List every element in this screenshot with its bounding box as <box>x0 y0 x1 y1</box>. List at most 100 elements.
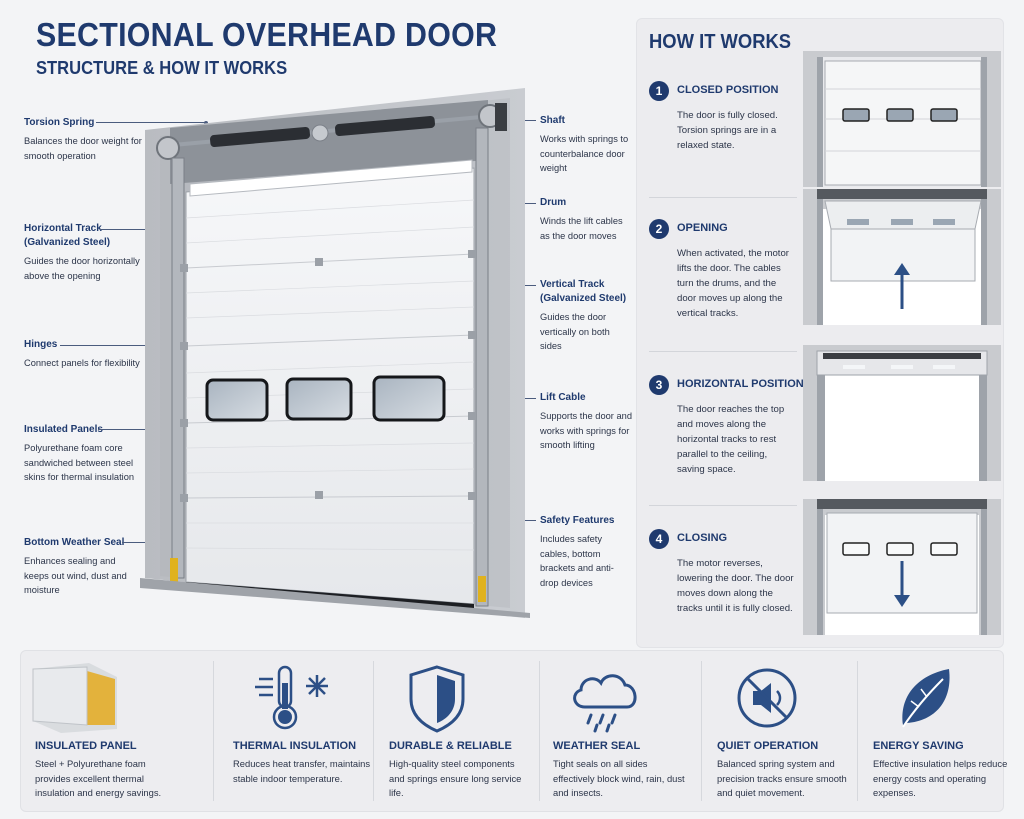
vertical-track-left <box>171 157 185 579</box>
callout-title: Vertical Track (Galvanized Steel) <box>540 279 627 304</box>
callout-safety-features: Safety Features Includes safety cables, … <box>540 514 632 590</box>
callout-hinges: Hinges Connect panels for flexibility <box>24 338 142 371</box>
feature-title: DURABLE & RELIABLE <box>389 740 512 752</box>
divider <box>701 661 702 801</box>
feature-desc: High-quality steel components and spring… <box>389 758 522 798</box>
feature-title: WEATHER SEAL <box>553 740 641 752</box>
step-2-thumbnail <box>803 189 1001 325</box>
shield-icon <box>409 665 465 733</box>
insulated-panel-icon <box>32 663 117 733</box>
step-number: 3 <box>649 375 669 395</box>
cloud-rain-icon <box>573 674 637 733</box>
step-title: OPENING <box>677 222 728 234</box>
feature-desc: Tight seals on all sides effectively blo… <box>553 758 685 798</box>
callout-torsion-spring: Torsion Spring Balances the door weight … <box>24 116 142 163</box>
divider <box>857 661 858 801</box>
hinges <box>180 250 476 502</box>
safety-bracket-right <box>478 576 486 602</box>
feature-title: THERMAL INSULATION <box>233 740 357 752</box>
floor-line <box>140 578 530 618</box>
feature-energy-saving: ENERGY SAVING Effective insulation helps… <box>859 651 1007 813</box>
step-closed-position: 1 CLOSED POSITION The door is fully clos… <box>637 51 1005 231</box>
callout-title: Hinges <box>24 339 58 350</box>
step-closing: 4 CLOSING The motor reverses, lowering t… <box>637 499 1005 679</box>
feature-insulated-panel: INSULATED PANEL Steel + Polyurethane foa… <box>21 651 211 813</box>
feature-desc: Reduces heat transfer, maintains stable … <box>233 758 371 784</box>
page-title: SECTIONAL OVERHEAD DOOR <box>36 16 498 53</box>
callout-title: Safety Features <box>540 515 615 526</box>
step-desc: When activated, the motor lifts the door… <box>677 248 789 319</box>
callout-desc: Guides the door horizontally above the o… <box>24 256 140 281</box>
divider <box>213 661 214 801</box>
callout-title: Bottom Weather Seal <box>24 537 125 548</box>
how-it-works-panel: HOW IT WORKS 1 CLOSED POSITION The door … <box>636 18 1004 648</box>
page-subtitle: STRUCTURE & HOW IT WORKS <box>36 58 288 78</box>
callout-title: Horizontal Track (Galvanized Steel) <box>24 223 111 248</box>
divider <box>539 661 540 801</box>
step-desc: The door is fully closed. Torsion spring… <box>677 110 778 151</box>
callout-title: Lift Cable <box>540 392 586 403</box>
divider <box>649 505 797 506</box>
step-4-thumbnail <box>803 499 1001 635</box>
window-left <box>205 378 269 422</box>
top-seal <box>189 159 473 197</box>
callout-desc: Winds the lift cables as the door moves <box>540 216 623 241</box>
step-title: CLOSING <box>677 532 728 544</box>
feature-weather-seal: WEATHER SEAL Tight seals on all sides ef… <box>539 651 699 813</box>
window-center <box>285 377 353 421</box>
step-title: CLOSED POSITION <box>677 84 779 96</box>
leader-line <box>96 120 208 125</box>
callout-insulated-panels: Insulated Panels Polyurethane foam core … <box>24 423 142 485</box>
feature-durable-reliable: DURABLE & RELIABLE High-quality steel co… <box>375 651 535 813</box>
door-illustration <box>140 88 530 618</box>
divider <box>649 197 797 198</box>
step-number: 1 <box>649 81 669 101</box>
callout-desc: Works with springs to counterbalance doo… <box>540 134 629 173</box>
divider <box>649 351 797 352</box>
callout-title: Shaft <box>540 115 565 126</box>
callout-desc: Guides the door vertically on both sides <box>540 312 610 351</box>
torsion-spring-left <box>210 126 310 148</box>
thermometer-snowflake-icon <box>255 665 328 730</box>
feature-quiet-operation: QUIET OPERATION Balanced spring system a… <box>703 651 853 813</box>
callout-desc: Connect panels for flexibility <box>24 358 140 368</box>
step-1-thumbnail <box>803 51 1001 187</box>
motor-unit <box>495 103 507 131</box>
feature-title: INSULATED PANEL <box>35 740 137 752</box>
safety-bracket-left <box>170 558 178 582</box>
callout-horizontal-track: Horizontal Track (Galvanized Steel) Guid… <box>24 222 142 283</box>
callout-lift-cable: Lift Cable Supports the door and works w… <box>540 391 632 453</box>
drum-left <box>156 136 180 160</box>
feature-thermal-insulation: THERMAL INSULATION Reduces heat transfer… <box>219 651 371 813</box>
callout-drum: Drum Winds the lift cables as the door m… <box>540 196 632 243</box>
callout-bottom-weather-seal: Bottom Weather Seal Enhances sealing and… <box>24 536 142 598</box>
feature-bar: INSULATED PANEL Steel + Polyurethane foa… <box>20 650 1007 813</box>
step-opening: 2 OPENING When activated, the motor lift… <box>637 189 1005 369</box>
callout-desc: Supports the door and works with springs… <box>540 411 633 450</box>
step-3-thumbnail <box>803 345 1001 481</box>
feature-desc: Steel + Polyurethane foam provides excel… <box>35 758 162 798</box>
step-horizontal-position: 3 HORIZONTAL POSITION The door reaches t… <box>637 345 1005 525</box>
callout-shaft: Shaft Works with springs to counterbalan… <box>540 114 632 176</box>
callout-desc: Balances the door weight for smooth oper… <box>24 136 142 161</box>
window-right <box>372 375 446 422</box>
vertical-track-right <box>475 127 489 607</box>
feature-title: ENERGY SAVING <box>873 740 964 752</box>
callout-title: Torsion Spring <box>24 117 95 128</box>
callout-title: Insulated Panels <box>24 424 103 435</box>
step-desc: The motor reverses, lowering the door. T… <box>677 558 794 614</box>
callout-vertical-track: Vertical Track (Galvanized Steel) Guides… <box>540 278 632 354</box>
callout-title: Drum <box>540 197 567 208</box>
torsion-spring-right <box>335 115 435 137</box>
leaf-icon <box>902 669 950 728</box>
center-bracket <box>311 124 329 142</box>
step-title: HORIZONTAL POSITION <box>677 378 804 390</box>
muted-speaker-icon <box>737 668 797 728</box>
step-desc: The door reaches the top and moves along… <box>677 404 785 475</box>
callout-desc: Enhances sealing and keeps out wind, dus… <box>24 556 127 595</box>
feature-desc: Effective insulation helps reduce energy… <box>873 758 1008 798</box>
feature-title: QUIET OPERATION <box>717 740 819 752</box>
callout-desc: Includes safety cables, bottom brackets … <box>540 534 614 588</box>
feature-desc: Balanced spring system and precision tra… <box>717 758 847 798</box>
divider <box>373 661 374 801</box>
